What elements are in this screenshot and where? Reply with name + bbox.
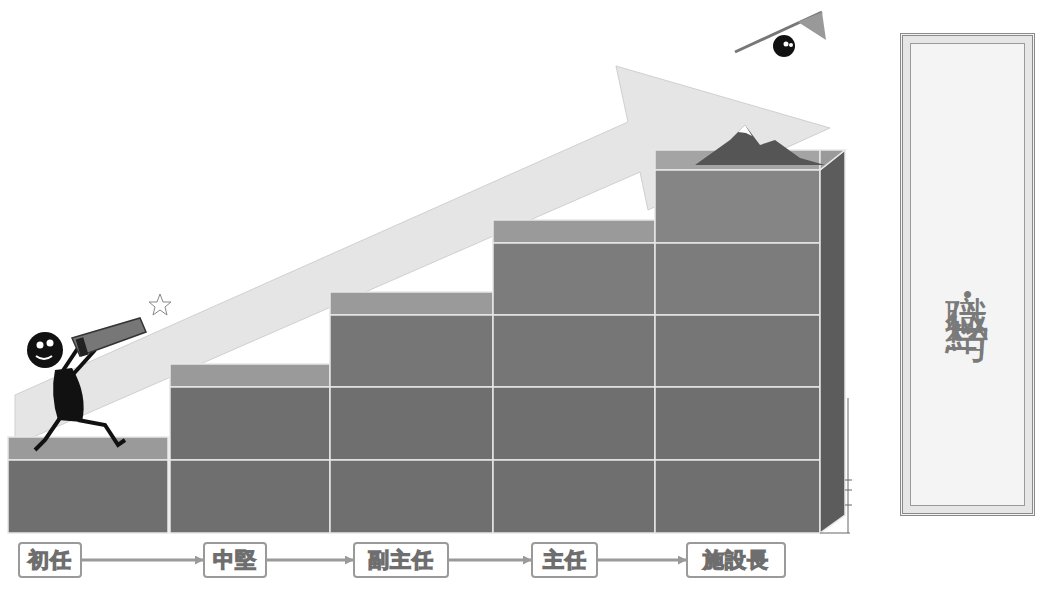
progress-arrow: [598, 559, 686, 562]
stage-label: 中堅: [213, 546, 257, 574]
career-stage-box: 初任: [18, 542, 82, 578]
stage-label: 主任: [543, 546, 587, 574]
stair-blocks: [8, 150, 845, 533]
progress-arrow: [449, 559, 531, 562]
flag-figure: [735, 12, 826, 57]
career-stage-box: 施設長: [686, 542, 786, 578]
stage-label: 施設長: [703, 546, 769, 574]
career-stage-box: 主任: [531, 542, 598, 578]
progress-arrow: [267, 559, 353, 562]
stage-label: 初任: [28, 546, 72, 574]
mountain-peak: [695, 125, 825, 165]
progress-arrow: [82, 559, 203, 562]
career-stage-box: 中堅: [203, 542, 267, 578]
edge-ticks: [820, 398, 852, 533]
title-panel: 職位・給与: [900, 33, 1035, 516]
title-text: 職位・給与: [938, 260, 997, 290]
career-stage-box: 副主任: [353, 542, 449, 578]
telescope-figure: [27, 294, 171, 450]
stage-label: 副主任: [368, 546, 434, 574]
